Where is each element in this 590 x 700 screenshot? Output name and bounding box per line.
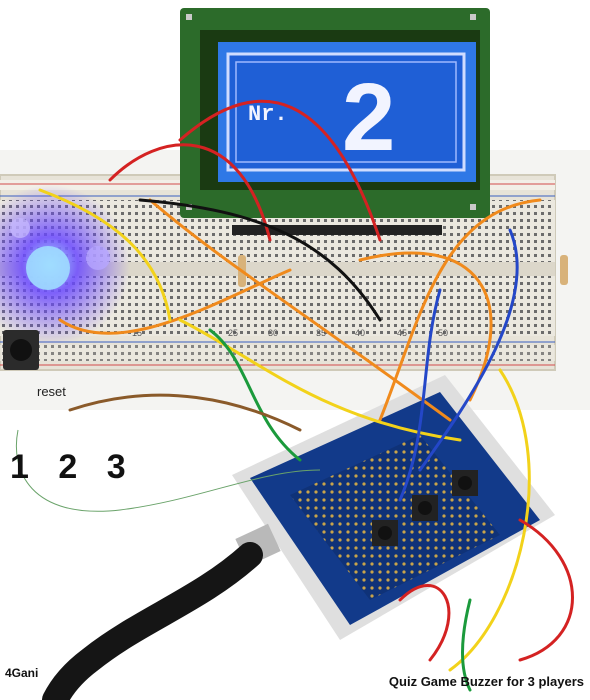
jumper-wires [38,99,574,692]
column-number: 40 [355,328,365,338]
arduino-proto-shield [232,375,555,640]
caption-text: Quiz Game Buzzer for 3 players [388,674,584,689]
column-number: 30 [268,328,278,338]
column-number: 45 [397,328,407,338]
lcd-number: 2 [342,64,395,171]
column-number: 35 [316,328,326,338]
column-number: 25 [228,328,238,338]
pointer-line [15,429,321,512]
reset-push-button [3,330,39,370]
usb-cable [42,542,263,700]
player-numbers-label: 1 2 3 [10,448,136,486]
breadboard-column-numbers: 15 25 30 35 40 45 50 [132,328,448,338]
column-number: 15 [132,328,142,338]
lcd-prefix: Nr. [248,102,288,127]
reset-label: reset [37,384,66,399]
author-credit: 4Gani [5,666,39,680]
led-cluster [0,185,130,345]
lcd-module: Nr. 2 [180,8,490,235]
column-number: 50 [438,328,448,338]
